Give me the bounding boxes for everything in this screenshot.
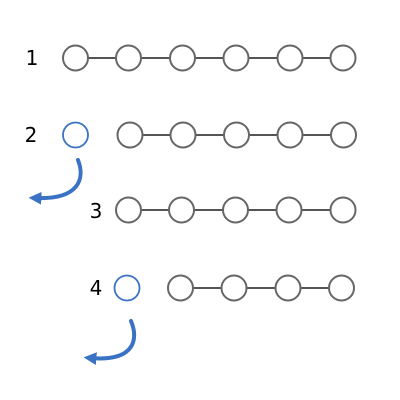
detached-node [62, 121, 89, 149]
chain-node [222, 196, 249, 224]
row-4-chain [167, 274, 355, 302]
row-4: 4 [83, 274, 355, 365]
chain-node [169, 121, 197, 149]
curved-arrow-down-left-icon [83, 319, 137, 365]
chain-node [167, 274, 194, 302]
curved-arrow-down-left-icon [28, 158, 83, 205]
chain-node [274, 274, 302, 302]
chain-node [115, 44, 142, 72]
chain-node [168, 196, 195, 224]
chain-node [276, 121, 304, 149]
row-4-label: 4 [90, 276, 103, 300]
row-2-chain [116, 121, 357, 149]
detached-node [113, 274, 141, 302]
row-1-label: 1 [26, 46, 39, 70]
chain-node [222, 44, 250, 72]
chain-node [115, 196, 142, 224]
row-3-chain [115, 196, 357, 224]
row-1: 1 [26, 44, 357, 72]
chain-node [275, 196, 303, 224]
row-1-chain [62, 44, 357, 72]
chain-node [330, 121, 357, 149]
row-2: 2 [25, 121, 357, 205]
chain-node [116, 121, 144, 149]
chain-node [220, 274, 248, 302]
chain-node [169, 44, 196, 72]
chain-node [328, 274, 355, 302]
chain-node [223, 121, 250, 149]
chain-node [329, 196, 357, 224]
chain-node [62, 44, 89, 72]
chain-node [276, 44, 304, 72]
row-3-label: 3 [90, 199, 103, 223]
row-2-label: 2 [25, 123, 38, 147]
row-3: 3 [90, 196, 357, 224]
chain-node [329, 44, 357, 72]
